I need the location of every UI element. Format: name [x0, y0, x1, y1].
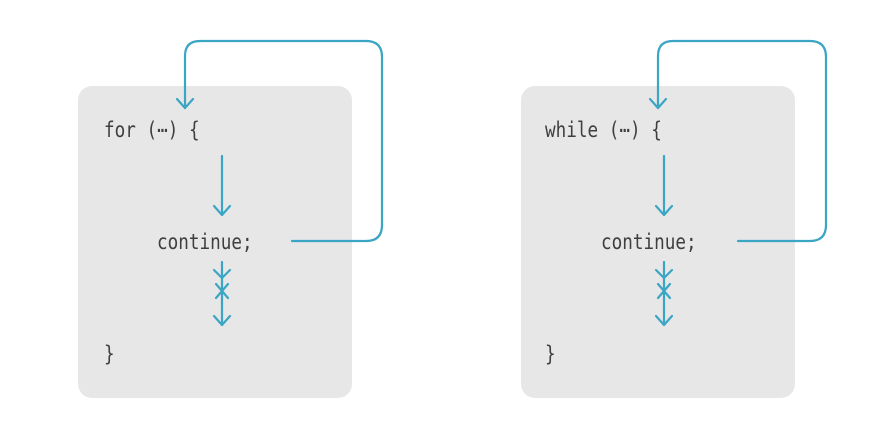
for-header-text: for (⋯) { [104, 118, 200, 142]
while-loop-back-arrow [656, 39, 828, 243]
for-skip-cross-icon [214, 282, 230, 300]
while-closing-brace: } [545, 342, 556, 366]
while-skip-cross-icon [656, 282, 672, 300]
while-header-text: while (⋯) { [545, 118, 662, 142]
for-closing-brace: } [104, 342, 115, 366]
while-loop-back-arrowhead [648, 97, 668, 110]
while-body-down-arrow [654, 154, 674, 217]
while-flow-arrows [648, 39, 828, 327]
for-continue-text: continue; [157, 230, 253, 254]
for-flow-arrows [175, 39, 384, 327]
for-skipped-path-arrow [212, 260, 232, 327]
for-loop-back-arrowhead [175, 97, 195, 110]
while-skipped-path-arrow [654, 260, 674, 327]
for-body-down-arrow [212, 154, 232, 217]
for-loop-back-arrow [183, 39, 384, 243]
while-continue-text: continue; [601, 230, 697, 254]
